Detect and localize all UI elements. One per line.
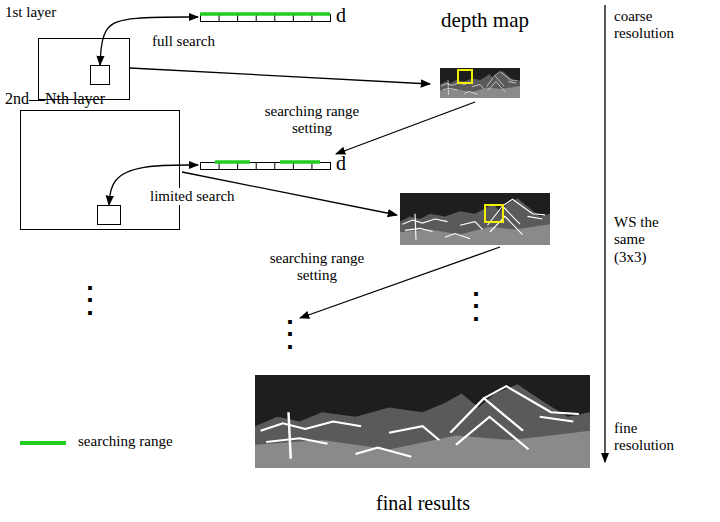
axis-label: coarse resolution: [614, 8, 694, 43]
layer-frame: [20, 110, 180, 230]
axis-label: WS the same (3x3): [614, 214, 676, 266]
window-marker: [485, 205, 503, 222]
continuation-dots: ⋮: [72, 282, 96, 318]
depth-map-image: [440, 68, 520, 98]
connector-arrow: [130, 68, 430, 84]
arrow-label: searching range setting: [262, 250, 372, 285]
node-text: depth map: [430, 8, 540, 32]
window-marker: [458, 70, 472, 83]
edge-label: searching range setting: [255, 103, 369, 138]
legend-text: searching range: [78, 433, 173, 450]
ruler-tick: [274, 163, 275, 170]
disparity-ruler: [200, 10, 334, 26]
axis-label: fine resolution: [614, 420, 694, 455]
node-text: final results: [255, 492, 591, 515]
node-text: 2nd—Nth layer: [5, 90, 105, 108]
edge-label: limited search: [148, 188, 242, 205]
depth-map-image: [255, 375, 590, 468]
search-range: [215, 160, 250, 164]
search-range-bar: d: [198, 6, 350, 30]
legend-line: [20, 441, 66, 445]
depth-map: depth map: [430, 4, 540, 102]
search-range: [280, 160, 320, 164]
node-text: d: [336, 152, 346, 175]
continuation-dots: ⋮: [458, 288, 482, 324]
edge-label: full search: [150, 33, 234, 50]
matching-window: [90, 65, 110, 85]
depth-map-image: [400, 193, 550, 245]
legend-sample: [14, 432, 70, 452]
matching-window: [97, 205, 121, 225]
search-range-bar: d: [198, 154, 350, 178]
node-text: 1st layer: [5, 4, 56, 21]
ruler-frame: [201, 15, 331, 22]
search-range: [200, 12, 330, 16]
disparity-ruler: [200, 158, 334, 174]
resolution-axis: [604, 5, 605, 462]
node-text: d: [336, 4, 346, 27]
layer-box: 1st layer: [5, 2, 132, 102]
ruler-frame: [201, 163, 331, 170]
legend-entry: searching range: [14, 432, 214, 452]
depth-map: final results: [255, 374, 591, 514]
layer-box: 2nd—Nth layer: [5, 90, 182, 232]
continuation-dots: ⋮: [272, 316, 296, 352]
ruler-tick: [256, 163, 257, 170]
